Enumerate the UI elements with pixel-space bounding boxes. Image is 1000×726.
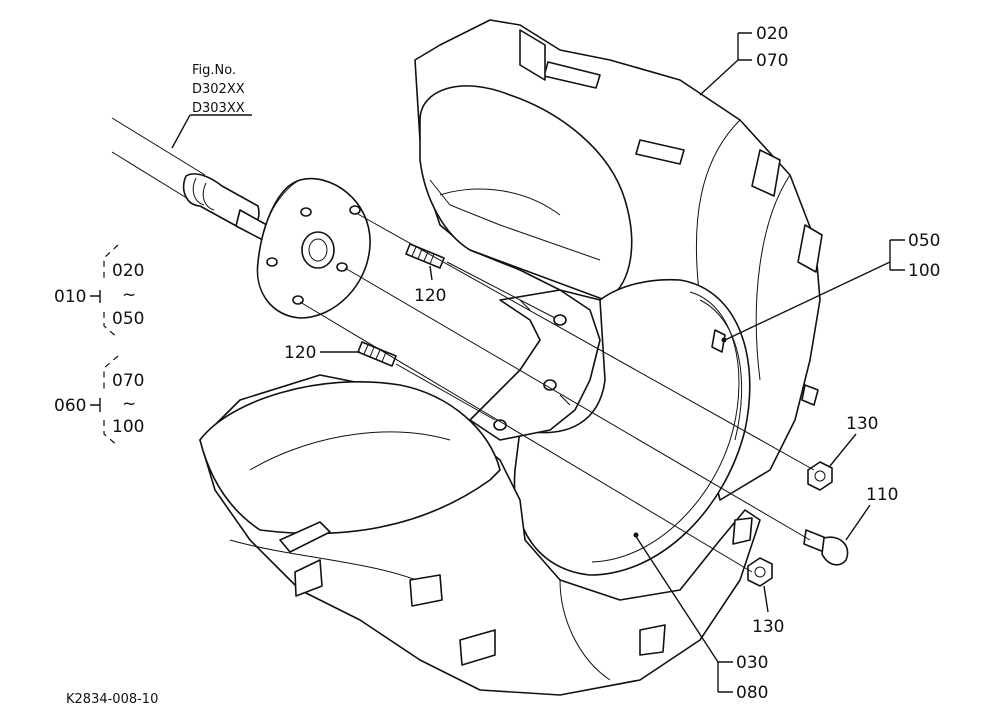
group-010-to: 050	[112, 309, 144, 329]
callout-100: 100	[908, 261, 940, 281]
drawing-code: K2834-008-10	[66, 692, 158, 707]
group-bracket-060	[90, 355, 119, 447]
callout-120-top: 120	[414, 286, 446, 306]
stud-bolt-lower	[357, 341, 397, 367]
callout-070: 070	[756, 51, 788, 71]
group-060-tilde: ~	[122, 394, 136, 414]
leader-dot	[633, 532, 639, 538]
group-bracket-010	[90, 244, 119, 339]
hex-nut-lower	[747, 557, 773, 587]
fig-no-label: Fig.No.	[192, 63, 236, 78]
fig-code-1: D302XX	[192, 82, 245, 97]
group-010-tilde: ~	[122, 285, 136, 305]
hex-nut-upper	[807, 461, 833, 491]
callout-030: 030	[736, 653, 768, 673]
callout-130-bottom: 130	[752, 617, 784, 637]
group-010-from: 020	[112, 261, 144, 281]
hub-flange-disc	[256, 177, 371, 319]
leader-dot	[721, 337, 727, 343]
callout-080: 080	[736, 683, 768, 703]
fig-code-2: D303XX	[192, 101, 245, 116]
group-010-label: 010	[54, 287, 86, 307]
group-060-to: 100	[112, 417, 144, 437]
alignment-lines	[299, 212, 815, 573]
rim-disc	[469, 278, 751, 576]
group-060-from: 070	[112, 371, 144, 391]
callout-020: 020	[756, 24, 788, 44]
callout-050: 050	[908, 231, 940, 251]
callout-130-top: 130	[846, 414, 878, 434]
leader-lines	[171, 32, 905, 693]
callout-110: 110	[866, 485, 898, 505]
stud-bolt-upper	[405, 243, 445, 269]
callout-120-bottom: 120	[284, 343, 316, 363]
hub-bolt	[803, 529, 849, 566]
tire-lower-half	[199, 374, 819, 696]
group-060-label: 060	[54, 396, 86, 416]
